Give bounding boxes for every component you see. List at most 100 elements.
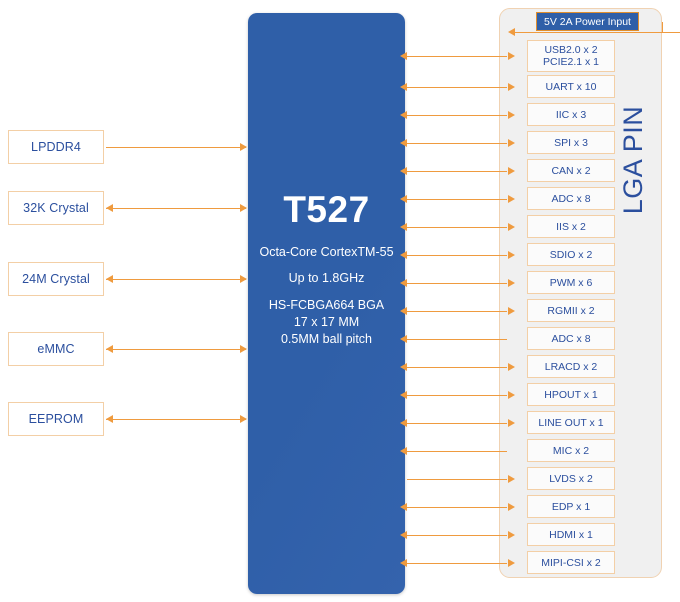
arrowhead-right-icon <box>508 167 515 175</box>
arrowhead-right-icon <box>508 52 515 60</box>
peripheral-label: MIC x 2 <box>552 444 590 457</box>
chip-package-line1: HS-FCBGA664 BGA <box>268 298 385 312</box>
peripheral-block-uart-x-10: UART x 10 <box>527 75 615 98</box>
arrowhead-right-icon <box>508 363 515 371</box>
peripheral-block-lvds-x-2: LVDS x 2 <box>527 467 615 490</box>
power-input-label: 5V 2A Power Input <box>544 15 631 28</box>
arrowhead-left-icon <box>400 335 407 343</box>
arrowhead-left-icon <box>400 167 407 175</box>
arrowhead-left-icon <box>400 223 407 231</box>
left-block-label: 32K Crystal <box>23 201 89 215</box>
peripheral-connector-line <box>407 311 507 312</box>
arrowhead-right-icon <box>508 279 515 287</box>
peripheral-label: SPI x 3 <box>554 136 588 149</box>
peripheral-connector-line <box>407 535 507 536</box>
peripheral-connector-line <box>407 227 507 228</box>
peripheral-block-spi-x-3: SPI x 3 <box>527 131 615 154</box>
peripheral-connector-line <box>407 451 507 452</box>
peripheral-block-hpout-x-1: HPOUT x 1 <box>527 383 615 406</box>
arrowhead-left-icon <box>400 447 407 455</box>
chip-speed-label: Up to 1.8GHz <box>288 271 365 285</box>
peripheral-label: LINE OUT x 1 <box>538 416 604 429</box>
arrowhead-right-icon <box>240 415 247 423</box>
peripheral-label: CAN x 2 <box>551 164 591 177</box>
power-input-arrowhead-icon <box>508 28 515 36</box>
peripheral-label: EDP x 1 <box>551 500 591 513</box>
peripheral-label: IIS x 2 <box>556 220 586 233</box>
arrowhead-left-icon <box>106 415 113 423</box>
arrowhead-right-icon <box>240 275 247 283</box>
left-block-label: 24M Crystal <box>22 272 90 286</box>
arrowhead-right-icon <box>508 307 515 315</box>
peripheral-block-edp-x-1: EDP x 1 <box>527 495 615 518</box>
arrowhead-right-icon <box>508 531 515 539</box>
chip-package-label: HS-FCBGA664 BGA 17 x 17 MM 0.5MM ball pi… <box>248 297 405 348</box>
arrowhead-left-icon <box>400 307 407 315</box>
arrowhead-right-icon <box>508 83 515 91</box>
lga-pin-label: LGA PIN <box>618 105 648 215</box>
chip-package-line2: 17 x 17 MM <box>293 315 360 329</box>
peripheral-label: SDIO x 2 <box>549 248 593 261</box>
left-block-emmc: eMMC <box>8 332 104 366</box>
peripheral-label: LVDS x 2 <box>549 472 593 485</box>
chip-title: T527 <box>283 189 370 230</box>
left-block-label: eMMC <box>37 342 75 356</box>
arrowhead-right-icon <box>508 195 515 203</box>
left-connector-line <box>106 147 246 148</box>
peripheral-connector-line <box>407 479 507 480</box>
arrowhead-right-icon <box>508 503 515 511</box>
peripheral-connector-line <box>407 56 507 57</box>
arrowhead-left-icon <box>106 204 113 212</box>
peripheral-label: MIPI-CSI x 2 <box>541 556 601 569</box>
peripheral-block-mipi-csi-x-2: MIPI-CSI x 2 <box>527 551 615 574</box>
power-input-line <box>514 32 680 33</box>
peripheral-connector-line <box>407 339 507 340</box>
peripheral-label: HDMI x 1 <box>549 528 593 541</box>
arrowhead-left-icon <box>106 345 113 353</box>
left-connector-line <box>106 419 246 420</box>
peripheral-label: HPOUT x 1 <box>544 388 598 401</box>
peripheral-connector-line <box>407 199 507 200</box>
left-connector-line <box>106 208 246 209</box>
peripheral-label: PWM x 6 <box>549 276 593 289</box>
peripheral-block-iis-x-2: IIS x 2 <box>527 215 615 238</box>
arrowhead-right-icon <box>508 251 515 259</box>
peripheral-label: IIC x 3 <box>555 108 587 121</box>
peripheral-block-sdio-x-2: SDIO x 2 <box>527 243 615 266</box>
peripheral-block-hdmi-x-1: HDMI x 1 <box>527 523 615 546</box>
left-connector-line <box>106 279 246 280</box>
arrowhead-left-icon <box>400 83 407 91</box>
arrowhead-right-icon <box>508 559 515 567</box>
peripheral-block-adc-x-8: ADC x 8 <box>527 187 615 210</box>
arrowhead-left-icon <box>400 279 407 287</box>
arrowhead-left-icon <box>400 111 407 119</box>
arrowhead-left-icon <box>106 275 113 283</box>
peripheral-block-lracd-x-2: LRACD x 2 <box>527 355 615 378</box>
peripheral-block-line-out-x-1: LINE OUT x 1 <box>527 411 615 434</box>
power-input-box: 5V 2A Power Input <box>536 12 639 31</box>
arrowhead-left-icon <box>400 139 407 147</box>
arrowhead-left-icon <box>400 195 407 203</box>
arrowhead-right-icon <box>508 391 515 399</box>
peripheral-connector-line <box>407 115 507 116</box>
peripheral-block-pwm-x-6: PWM x 6 <box>527 271 615 294</box>
arrowhead-right-icon <box>240 204 247 212</box>
arrowhead-left-icon <box>400 419 407 427</box>
arrowhead-right-icon <box>508 475 515 483</box>
arrowhead-left-icon <box>400 503 407 511</box>
arrowhead-left-icon <box>400 52 407 60</box>
left-block-label: EEPROM <box>28 412 84 426</box>
arrowhead-left-icon <box>400 559 407 567</box>
peripheral-label: USB2.0 x 2 <box>544 44 598 56</box>
left-block-32k-crystal: 32K Crystal <box>8 191 104 225</box>
arrowhead-right-icon <box>240 345 247 353</box>
arrowhead-right-icon <box>508 419 515 427</box>
peripheral-block-adc-x-8: ADC x 8 <box>527 327 615 350</box>
peripheral-connector-line <box>407 171 507 172</box>
peripheral-label: UART x 10 <box>545 80 597 93</box>
peripheral-block-mic-x-2: MIC x 2 <box>527 439 615 462</box>
peripheral-connector-line <box>407 367 507 368</box>
left-block-eeprom: EEPROM <box>8 402 104 436</box>
chip-package-line3: 0.5MM ball pitch <box>280 332 372 346</box>
